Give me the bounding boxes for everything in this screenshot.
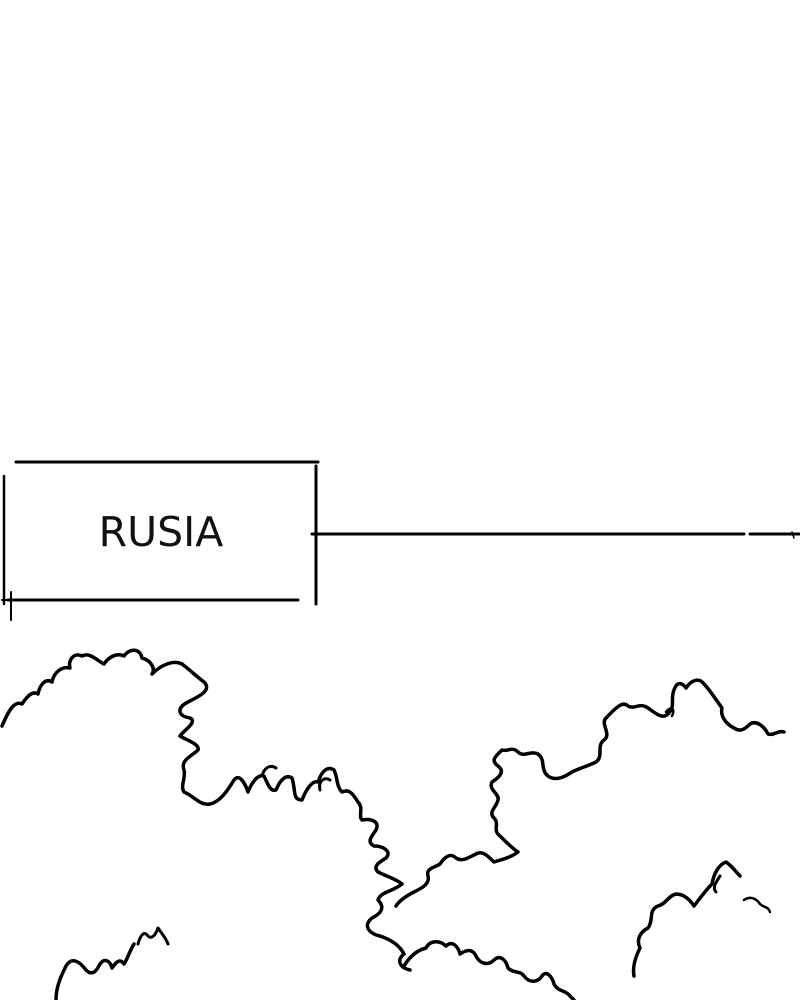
caption-text: RUSIA [99, 508, 224, 556]
horizon-line [310, 531, 800, 539]
bush-lower-left [54, 926, 170, 1000]
foliage-right-outline [394, 678, 786, 908]
foliage-bottom-outline [402, 940, 576, 1000]
caption-box: RUSIA [1, 460, 320, 621]
bush-lower-right [631, 860, 772, 978]
foliage-left-outline [0, 648, 412, 972]
